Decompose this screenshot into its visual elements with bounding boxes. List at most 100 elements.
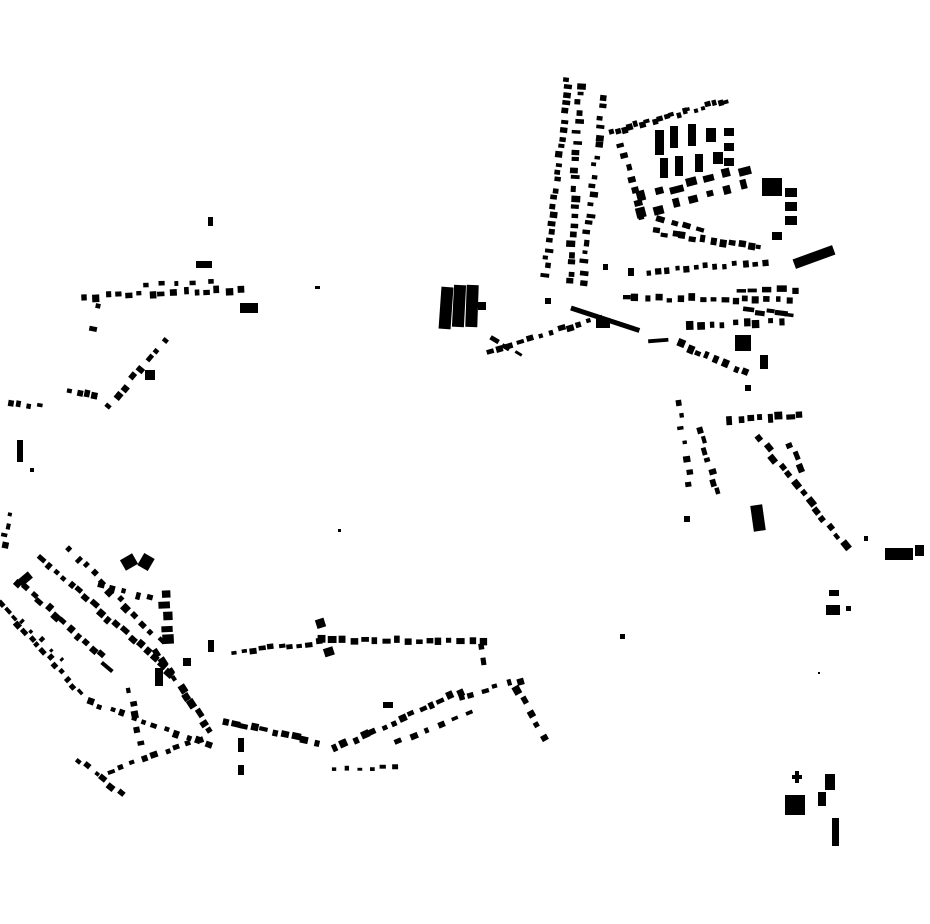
building bbox=[608, 128, 615, 135]
building bbox=[706, 128, 716, 142]
building bbox=[632, 120, 639, 128]
building bbox=[634, 206, 647, 219]
building bbox=[792, 245, 836, 269]
building bbox=[317, 634, 326, 643]
building bbox=[204, 740, 214, 749]
building bbox=[737, 165, 752, 177]
building bbox=[111, 619, 121, 629]
building bbox=[127, 634, 138, 645]
building bbox=[315, 286, 320, 289]
building bbox=[755, 244, 761, 250]
building bbox=[646, 270, 652, 276]
building bbox=[571, 149, 580, 156]
building bbox=[756, 414, 763, 421]
building bbox=[18, 618, 25, 625]
building bbox=[158, 280, 165, 286]
building bbox=[327, 635, 337, 644]
building bbox=[571, 213, 579, 219]
building bbox=[137, 620, 147, 630]
building bbox=[169, 289, 178, 296]
building bbox=[149, 291, 157, 299]
building bbox=[338, 529, 341, 532]
building bbox=[241, 648, 248, 654]
building bbox=[573, 140, 583, 145]
building bbox=[322, 646, 335, 658]
building bbox=[747, 288, 757, 293]
building bbox=[579, 280, 588, 287]
building bbox=[603, 264, 608, 270]
building bbox=[720, 167, 731, 178]
building bbox=[129, 700, 138, 707]
building bbox=[103, 615, 112, 625]
building bbox=[406, 709, 415, 717]
building bbox=[194, 707, 205, 719]
building bbox=[785, 202, 797, 211]
building bbox=[33, 641, 40, 648]
building bbox=[693, 108, 699, 114]
building bbox=[681, 221, 692, 230]
building bbox=[350, 638, 359, 645]
building bbox=[73, 632, 83, 642]
building bbox=[628, 268, 634, 276]
building bbox=[189, 280, 196, 286]
building bbox=[196, 261, 212, 268]
building bbox=[579, 270, 589, 277]
building bbox=[625, 163, 633, 171]
building bbox=[549, 211, 558, 219]
building bbox=[599, 94, 607, 102]
building bbox=[666, 298, 673, 303]
building bbox=[754, 433, 764, 443]
building bbox=[731, 260, 737, 266]
building bbox=[792, 450, 801, 461]
building bbox=[635, 189, 647, 202]
building bbox=[700, 297, 707, 303]
building bbox=[511, 684, 523, 696]
building bbox=[0, 532, 8, 538]
building bbox=[107, 768, 116, 775]
building bbox=[404, 638, 412, 645]
building bbox=[695, 226, 705, 233]
building bbox=[589, 191, 599, 198]
building bbox=[655, 293, 663, 301]
building bbox=[76, 389, 84, 397]
building bbox=[565, 324, 575, 333]
building bbox=[157, 291, 165, 297]
building bbox=[28, 635, 37, 643]
building bbox=[795, 411, 803, 418]
building bbox=[670, 126, 678, 148]
building bbox=[655, 215, 666, 224]
building bbox=[445, 637, 452, 643]
building bbox=[596, 318, 610, 328]
building bbox=[45, 602, 55, 613]
building bbox=[208, 217, 213, 226]
building bbox=[478, 643, 485, 650]
building bbox=[743, 318, 751, 327]
building bbox=[280, 730, 290, 739]
building bbox=[95, 608, 107, 619]
building bbox=[595, 134, 605, 142]
building bbox=[633, 199, 644, 208]
building bbox=[792, 287, 799, 294]
building bbox=[582, 229, 591, 235]
building bbox=[161, 337, 169, 345]
building bbox=[596, 124, 605, 130]
building bbox=[271, 729, 279, 737]
building bbox=[163, 726, 170, 733]
building bbox=[119, 625, 131, 636]
building bbox=[783, 469, 793, 479]
building bbox=[826, 522, 836, 532]
building bbox=[685, 176, 698, 187]
building bbox=[558, 143, 565, 149]
building bbox=[826, 605, 840, 615]
building bbox=[143, 282, 149, 288]
building bbox=[435, 697, 445, 705]
building bbox=[656, 115, 664, 123]
building bbox=[155, 668, 163, 686]
building bbox=[700, 446, 708, 456]
building bbox=[795, 462, 806, 474]
building bbox=[194, 289, 200, 296]
building bbox=[170, 675, 177, 682]
building bbox=[763, 296, 770, 302]
building bbox=[208, 640, 214, 652]
